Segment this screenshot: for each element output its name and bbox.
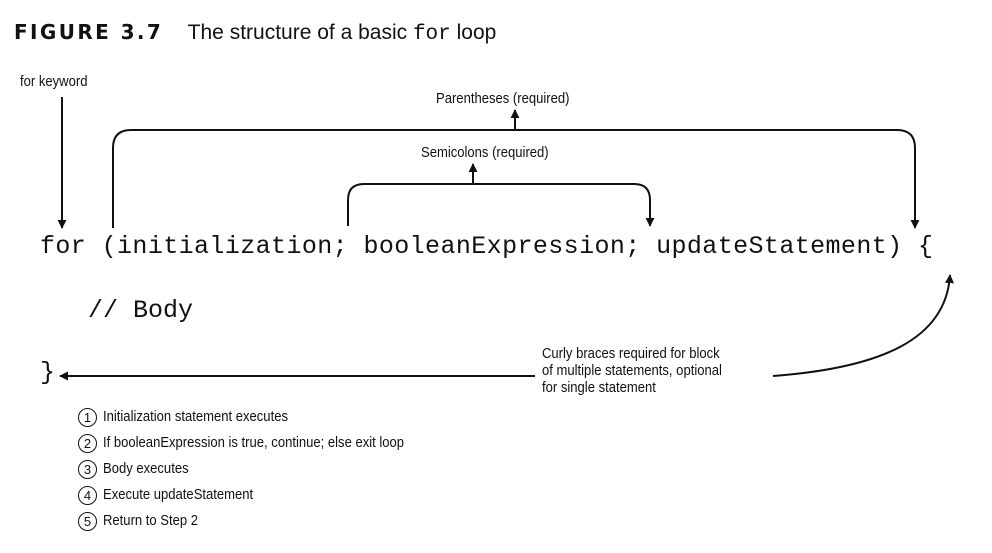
step-number-badge: 4	[78, 485, 97, 505]
step-item: 1 Initialization statement executes	[78, 404, 438, 430]
opening-brace-curved-arrow	[772, 274, 954, 377]
execution-steps-list: 1 Initialization statement executes 2 If…	[78, 404, 438, 534]
figure-header: FIGURE 3.7 The structure of a basic for …	[14, 20, 496, 50]
figure-caption: The structure of a basic for loop	[187, 21, 497, 46]
step-item: 2 If booleanExpression is true, continue…	[78, 430, 438, 456]
figure-label: FIGURE 3.7	[14, 20, 164, 44]
curly-note-line: Curly braces required for block	[542, 346, 720, 362]
step-item: 4 Execute updateStatement	[78, 482, 438, 508]
parentheses-bracket	[112, 110, 915, 228]
step-item: 3 Body executes	[78, 456, 438, 482]
curly-note-line: for single statement	[542, 380, 656, 396]
step-item: 5 Return to Step 2	[78, 508, 438, 534]
caption-code-keyword: for	[412, 23, 451, 46]
step-text: Execute updateStatement	[103, 487, 254, 503]
for-loop-header-code: for (initialization; booleanExpression; …	[40, 232, 934, 261]
step-text: Return to Step 2	[103, 513, 199, 529]
step-text: If booleanExpression is true, continue; …	[103, 435, 405, 451]
step-number-badge: 2	[78, 433, 97, 453]
caption-text: The structure of a basic	[187, 21, 413, 44]
semicolons-bracket	[347, 164, 650, 226]
closing-brace-code: }	[40, 358, 56, 387]
for-keyword-label: for keyword	[20, 74, 88, 90]
curly-braces-note: Curly braces required for block of multi…	[542, 346, 776, 397]
step-number-badge: 1	[78, 407, 97, 427]
step-text: Body executes	[103, 461, 189, 477]
body-comment-code: // Body	[88, 296, 194, 325]
curly-note-line: of multiple statements, optional	[542, 363, 722, 379]
caption-text-end: loop	[450, 21, 497, 44]
step-number-badge: 3	[78, 459, 97, 479]
step-text: Initialization statement executes	[103, 409, 288, 425]
step-number-badge: 5	[78, 511, 97, 531]
